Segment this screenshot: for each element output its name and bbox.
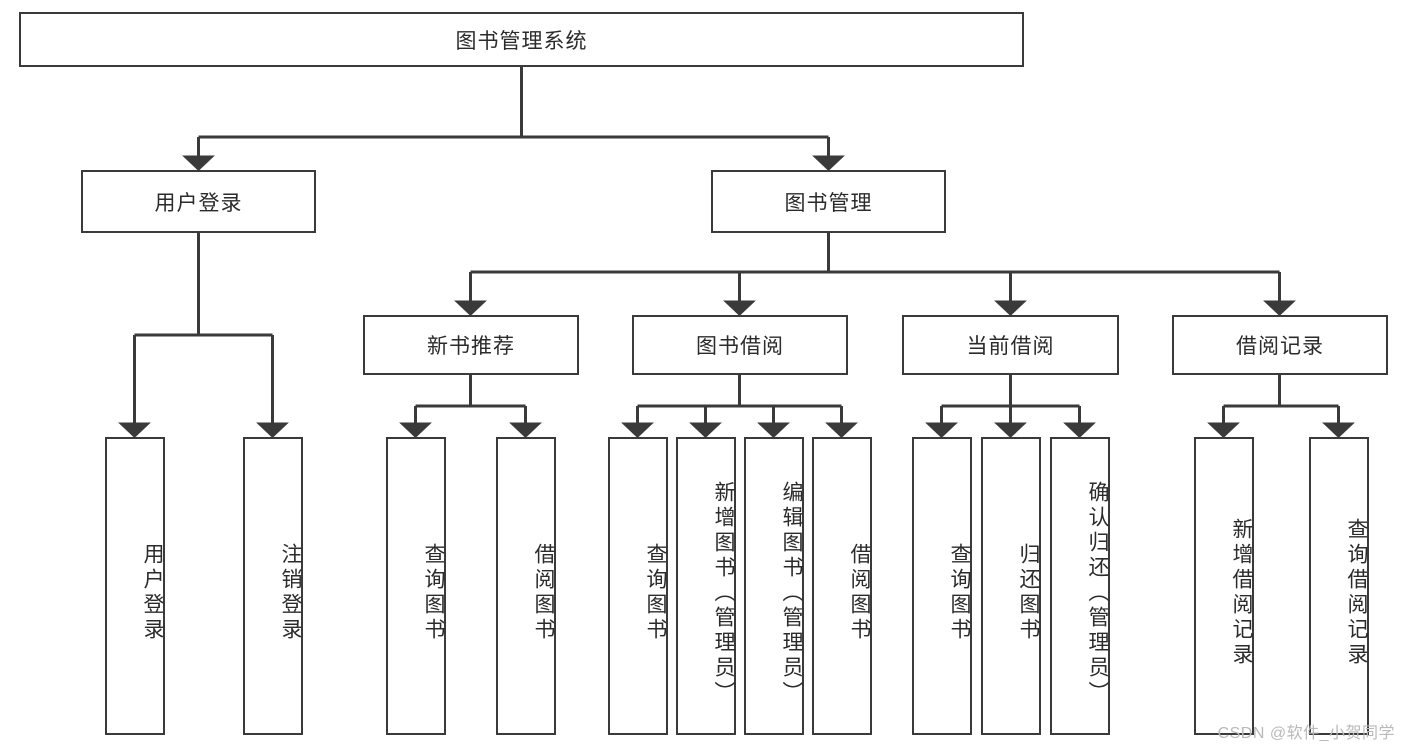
node-book-manage-label: 图书管理 [784, 191, 873, 215]
node-current-borrow[interactable]: 当前借阅 [902, 315, 1119, 375]
node-leaf-logout-login-label: 注销登录 [279, 543, 302, 643]
node-leaf-query-book-1[interactable]: 查询图书 [386, 437, 446, 735]
node-borrow-record-label: 借阅记录 [1236, 335, 1324, 358]
node-leaf-query-book-3-label: 查询图书 [948, 543, 971, 643]
node-current-borrow-label: 当前借阅 [966, 335, 1055, 358]
node-new-book-recommend-label: 新书推荐 [427, 335, 515, 358]
node-user-login[interactable]: 用户登录 [81, 170, 316, 233]
node-leaf-confirm-return-label: 确认归还（管理员） [1086, 480, 1109, 706]
node-leaf-query-record[interactable]: 查询借阅记录 [1309, 437, 1369, 735]
node-leaf-add-record-label: 新增借阅记录 [1230, 518, 1253, 668]
node-leaf-borrow-book-1[interactable]: 借阅图书 [496, 437, 556, 735]
node-leaf-borrow-book-2[interactable]: 借阅图书 [812, 437, 872, 735]
node-book-borrow-label: 图书借阅 [696, 335, 784, 358]
csdn-watermark: CSDN @软件_小贺同学 [1217, 725, 1395, 742]
node-leaf-confirm-return[interactable]: 确认归还（管理员） [1050, 437, 1110, 735]
node-leaf-return-book[interactable]: 归还图书 [981, 437, 1041, 735]
node-root[interactable]: 图书管理系统 [19, 12, 1024, 67]
node-leaf-user-login-label: 用户登录 [141, 543, 164, 643]
node-leaf-return-book-label: 归还图书 [1017, 543, 1040, 643]
node-borrow-record[interactable]: 借阅记录 [1172, 315, 1388, 375]
node-book-manage[interactable]: 图书管理 [711, 170, 946, 233]
node-leaf-add-book-label: 新增图书（管理员） [712, 480, 735, 706]
node-leaf-user-login[interactable]: 用户登录 [105, 437, 165, 735]
node-leaf-query-book-2[interactable]: 查询图书 [608, 437, 668, 735]
node-leaf-query-book-2-label: 查询图书 [644, 543, 667, 643]
node-root-label: 图书管理系统 [455, 29, 588, 53]
node-new-book-recommend[interactable]: 新书推荐 [363, 315, 579, 375]
node-leaf-query-book-3[interactable]: 查询图书 [912, 437, 972, 735]
node-leaf-logout-login[interactable]: 注销登录 [243, 437, 303, 735]
node-user-login-label: 用户登录 [154, 191, 243, 215]
node-leaf-borrow-book-1-label: 借阅图书 [532, 543, 555, 643]
node-leaf-edit-book-label: 编辑图书（管理员） [780, 480, 803, 706]
node-leaf-query-record-label: 查询借阅记录 [1345, 518, 1368, 668]
node-leaf-query-book-1-label: 查询图书 [422, 543, 445, 643]
node-leaf-edit-book[interactable]: 编辑图书（管理员） [744, 437, 804, 735]
node-leaf-add-book[interactable]: 新增图书（管理员） [676, 437, 736, 735]
node-book-borrow[interactable]: 图书借阅 [632, 315, 848, 375]
node-leaf-add-record[interactable]: 新增借阅记录 [1194, 437, 1254, 735]
node-leaf-borrow-book-2-label: 借阅图书 [848, 543, 871, 643]
